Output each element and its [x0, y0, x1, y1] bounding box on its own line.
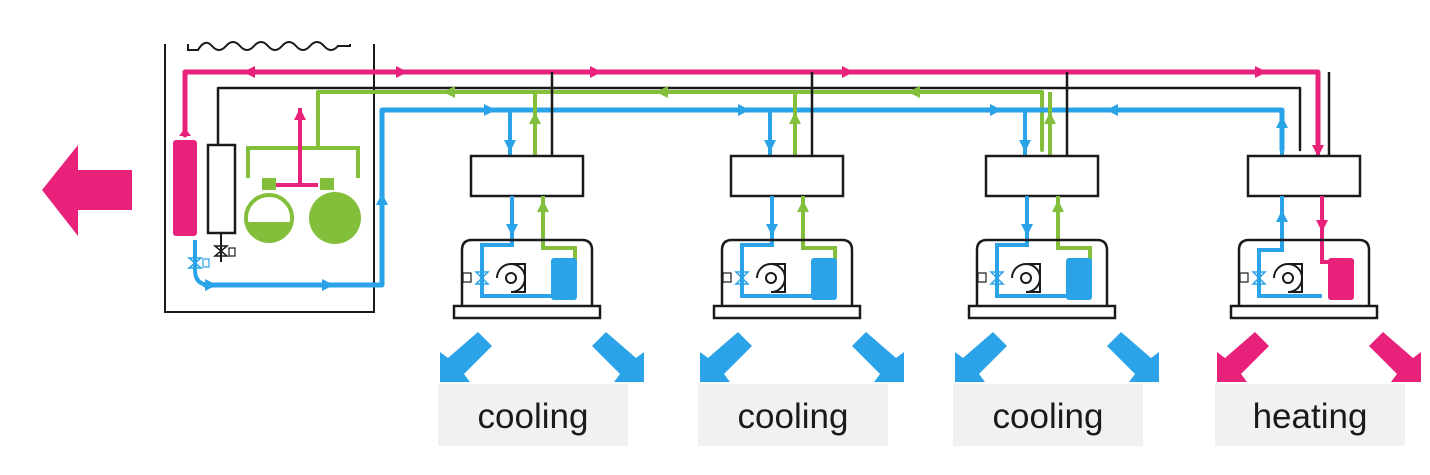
indoor-coil	[811, 258, 837, 300]
expansion-valve-icon	[989, 271, 1005, 285]
indoor-unit-4: heating	[1215, 72, 1421, 446]
mode-label: cooling	[993, 397, 1104, 436]
mode-label: cooling	[478, 397, 589, 436]
indoor-unit-housing	[975, 238, 1109, 310]
indoor-coil	[551, 258, 577, 300]
branch-controller	[984, 154, 1100, 198]
mode-label: heating	[1253, 397, 1368, 436]
airflow-arrow-right	[1369, 332, 1421, 382]
branch-controller	[469, 154, 585, 198]
indoor-unit-2: cooling	[698, 72, 904, 446]
compressor-right	[309, 178, 361, 244]
valve-icon	[212, 245, 230, 257]
condenser-coil	[173, 140, 197, 236]
outdoor-unit	[164, 41, 375, 313]
blower-icon	[1011, 263, 1041, 293]
airflow-arrow-left	[1217, 332, 1269, 382]
expansion-valve-icon	[734, 271, 750, 285]
airflow-arrow-right	[852, 332, 904, 382]
label-background	[1215, 384, 1405, 446]
flow-arrows	[205, 66, 1267, 291]
label-background	[438, 384, 628, 446]
airflow-arrow-left	[700, 332, 752, 382]
airflow-arrow-left	[440, 332, 492, 382]
indoor-coil	[1328, 258, 1354, 300]
label-background	[953, 384, 1143, 446]
receiver	[206, 143, 237, 235]
branch-controller	[729, 154, 845, 198]
compressor-left	[244, 178, 294, 243]
airflow-arrow-left	[955, 332, 1007, 382]
fan-icon	[187, 41, 351, 51]
indoor-unit-1: cooling	[438, 72, 644, 446]
indoor-coil	[1066, 258, 1092, 300]
expansion-valve-icon	[186, 257, 204, 269]
indoor-unit-housing	[460, 238, 594, 310]
outdoor-components	[173, 108, 361, 287]
label-background	[698, 384, 888, 446]
heat-rejection-arrow	[42, 145, 132, 236]
indoor-unit-3: cooling	[953, 72, 1159, 446]
airflow-arrow-right	[1107, 332, 1159, 382]
indoor-unit-housing	[1237, 238, 1371, 310]
blower-icon	[1273, 263, 1303, 293]
indoor-unit-housing	[720, 238, 854, 310]
mode-label: cooling	[738, 397, 849, 436]
expansion-valve-icon	[1251, 271, 1267, 285]
expansion-valve-icon	[474, 271, 490, 285]
airflow-arrow-right	[592, 332, 644, 382]
blower-icon	[496, 263, 526, 293]
branch-controller	[1246, 154, 1362, 198]
blower-icon	[756, 263, 786, 293]
